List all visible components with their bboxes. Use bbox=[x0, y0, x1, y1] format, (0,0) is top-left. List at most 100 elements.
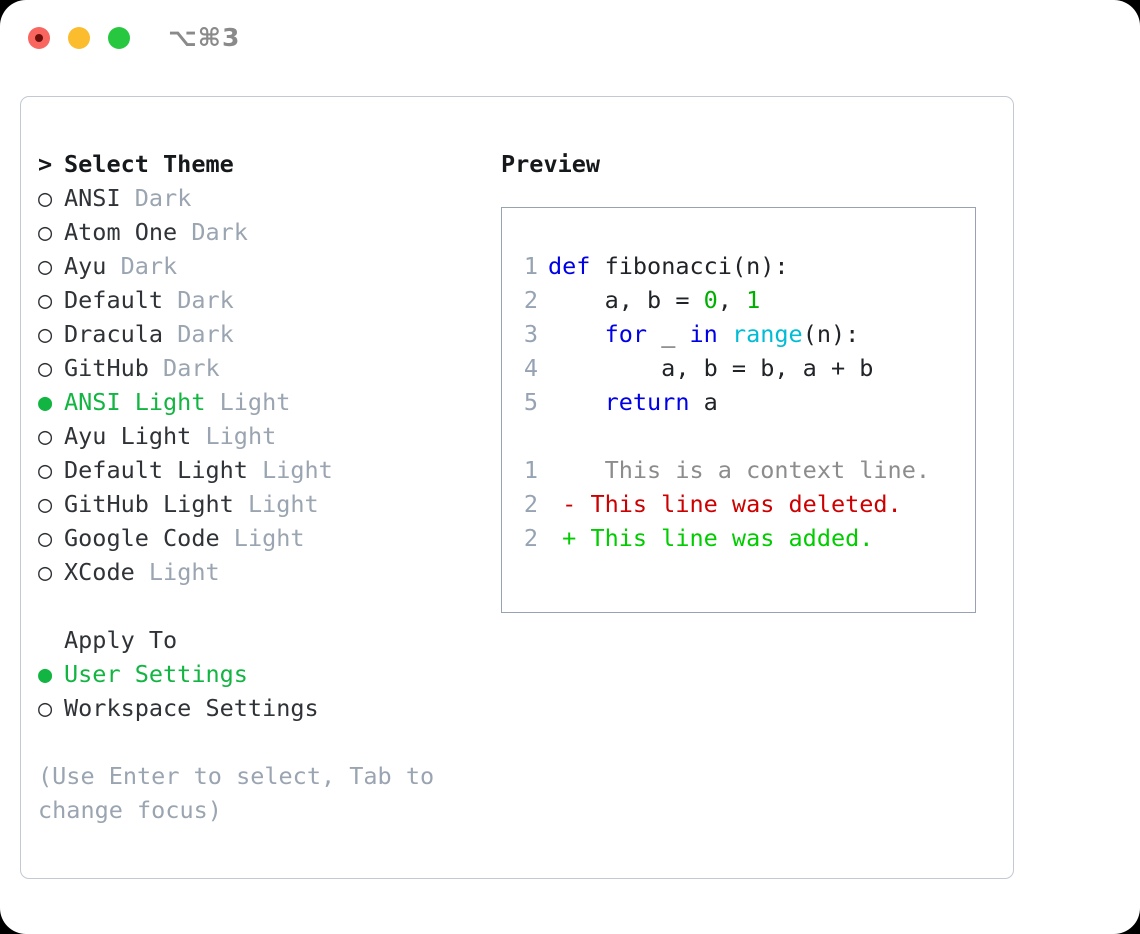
theme-kind-badge: Light bbox=[219, 388, 291, 416]
select-theme-header: > Select Theme bbox=[38, 147, 488, 181]
theme-name: Default bbox=[64, 286, 164, 314]
theme-name: Default Light bbox=[64, 456, 248, 484]
theme-kind-badge: Dark bbox=[134, 184, 192, 212]
theme-gap bbox=[234, 487, 248, 521]
theme-gap bbox=[135, 555, 149, 589]
main-panel: > Select Theme ○ ANSI Dark ○ Atom One Dark ○ A… bbox=[20, 96, 1014, 879]
theme-gap bbox=[205, 385, 219, 419]
diff-line: 2 - This line was deleted. bbox=[514, 487, 969, 521]
theme-option-dracula[interactable]: ○Dracula Dark bbox=[38, 317, 488, 351]
code-blank-line bbox=[514, 419, 969, 453]
apply-to-option-workspace-settings[interactable]: ○ Workspace Settings bbox=[38, 691, 488, 725]
keyboard-shortcut-label: ⌥⌘3 bbox=[168, 23, 241, 52]
radio-selected-icon: ● bbox=[38, 660, 53, 688]
diff-sign: - bbox=[548, 490, 577, 518]
code-line: 4 a, b = b, a + b bbox=[514, 351, 969, 385]
apply-to-header: Apply To bbox=[38, 623, 488, 657]
line-number: 2 bbox=[523, 286, 538, 314]
theme-gap bbox=[121, 181, 135, 215]
theme-option-github-light[interactable]: ○GitHub Light Light bbox=[38, 487, 488, 521]
cursor-marker-icon: > bbox=[38, 150, 53, 178]
radio-unselected-icon: ○ bbox=[38, 354, 53, 382]
theme-option-ayu-light[interactable]: ○Ayu Light Light bbox=[38, 419, 488, 453]
code-line: 2 a, b = 0, 1 bbox=[514, 283, 969, 317]
theme-gap bbox=[163, 283, 177, 317]
theme-name: ANSI bbox=[64, 184, 121, 212]
code-token bbox=[548, 388, 605, 416]
line-number: 2 bbox=[523, 524, 538, 552]
code-token bbox=[718, 320, 732, 348]
theme-option-ayu[interactable]: ○Ayu Dark bbox=[38, 249, 488, 283]
theme-option-default-light[interactable]: ○Default Light Light bbox=[38, 453, 488, 487]
line-number: 1 bbox=[523, 252, 538, 280]
code-token: in bbox=[689, 320, 718, 348]
radio-unselected-icon: ○ bbox=[38, 558, 53, 586]
theme-kind-badge: Dark bbox=[177, 320, 234, 348]
code-token: def bbox=[548, 252, 591, 280]
theme-name: Google Code bbox=[64, 524, 220, 552]
theme-option-google-code[interactable]: ○Google Code Light bbox=[38, 521, 488, 555]
radio-unselected-icon: ○ bbox=[38, 524, 53, 552]
theme-gap bbox=[191, 419, 205, 453]
apply-to-option-user-settings[interactable]: ●User Settings bbox=[38, 657, 488, 691]
line-number: 5 bbox=[523, 388, 538, 416]
code-token: a, b = bbox=[548, 286, 704, 314]
apply-to-label-text: Workspace Settings bbox=[64, 694, 319, 722]
line-number: 4 bbox=[523, 354, 538, 382]
theme-gap bbox=[220, 521, 234, 555]
code-line: 1 def fibonacci(n): bbox=[514, 249, 969, 283]
theme-name: GitHub Light bbox=[64, 490, 234, 518]
code-token: range bbox=[731, 320, 803, 348]
radio-unselected-icon: ○ bbox=[38, 184, 53, 212]
theme-option-ansi[interactable]: ○ ANSI Dark bbox=[38, 181, 488, 215]
radio-unselected-icon: ○ bbox=[38, 218, 53, 246]
code-token: _ bbox=[647, 320, 690, 348]
diff-text: This line was added. bbox=[576, 524, 874, 552]
apply-to-list: ●User Settings ○ Workspace Settings bbox=[38, 657, 488, 725]
maximize-button[interactable] bbox=[108, 27, 130, 49]
theme-gap bbox=[106, 249, 120, 283]
theme-kind-badge: Light bbox=[247, 490, 319, 518]
window-controls bbox=[28, 27, 130, 49]
theme-kind-badge: Light bbox=[148, 558, 220, 586]
radio-unselected-icon: ○ bbox=[38, 694, 53, 722]
diff-text: This line was deleted. bbox=[576, 490, 902, 518]
radio-unselected-icon: ○ bbox=[38, 252, 53, 280]
minimize-button[interactable] bbox=[68, 27, 90, 49]
page-title: Select Theme bbox=[64, 150, 234, 178]
theme-gap bbox=[177, 215, 191, 249]
radio-unselected-icon: ○ bbox=[38, 422, 53, 450]
code-token: return bbox=[604, 388, 690, 416]
code-token: (n): bbox=[802, 320, 860, 348]
theme-option-xcode[interactable]: ○XCode Light bbox=[38, 555, 488, 589]
section-spacer bbox=[38, 589, 488, 623]
code-token: , bbox=[717, 286, 747, 314]
theme-gap bbox=[163, 317, 177, 351]
radio-unselected-icon: ○ bbox=[38, 456, 53, 484]
theme-name: Atom One bbox=[64, 218, 178, 246]
code-token: a, b = b, a + b bbox=[548, 354, 874, 382]
theme-option-atom-one[interactable]: ○ Atom One Dark bbox=[38, 215, 488, 249]
theme-name: Ayu Light bbox=[64, 422, 192, 450]
code-token: a bbox=[689, 388, 718, 416]
diff-sign bbox=[548, 456, 576, 484]
diff-text: This is a context line. bbox=[576, 456, 931, 484]
theme-name: Ayu bbox=[64, 252, 107, 280]
theme-option-ansi-light[interactable]: ●ANSI Light Light bbox=[38, 385, 488, 419]
help-hint-text: (Use Enter to select, Tab to change focu… bbox=[38, 762, 449, 824]
title-bar: ⌥⌘3 bbox=[0, 0, 1140, 76]
theme-kind-badge: Dark bbox=[191, 218, 248, 246]
code-token: fibonacci(n): bbox=[604, 252, 789, 280]
diff-line: 1 This is a context line. bbox=[514, 453, 969, 487]
theme-option-default[interactable]: ○Default Dark bbox=[38, 283, 488, 317]
theme-selector-column: > Select Theme ○ ANSI Dark ○ Atom One Dark ○ A… bbox=[38, 147, 488, 827]
close-button[interactable] bbox=[28, 27, 50, 49]
line-number: 1 bbox=[523, 456, 538, 484]
code-token: 1 bbox=[746, 286, 761, 314]
theme-option-github[interactable]: ○GitHub Dark bbox=[38, 351, 488, 385]
radio-unselected-icon: ○ bbox=[38, 320, 53, 348]
theme-gap bbox=[248, 453, 262, 487]
